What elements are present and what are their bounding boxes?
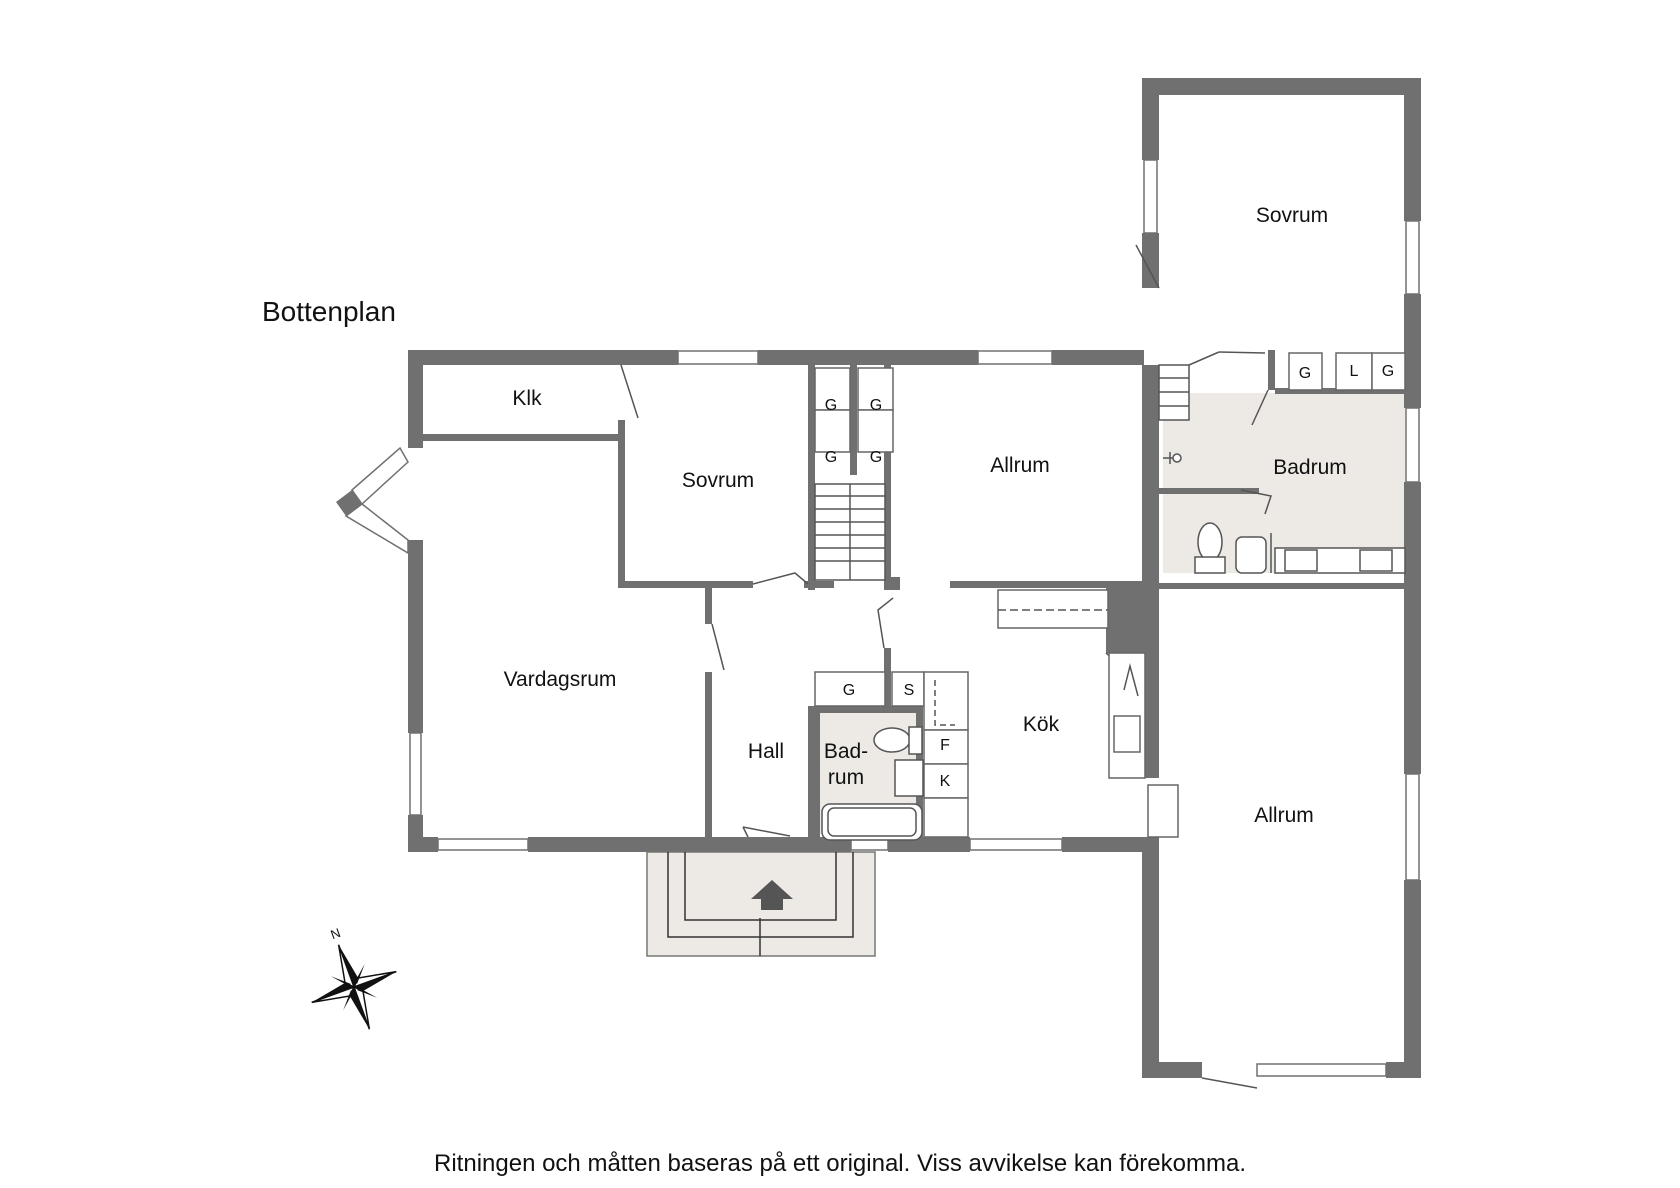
interior-walls [423,350,1405,837]
fixture-label-k: K [940,773,951,790]
fixture-label-g: G [825,397,837,414]
toilet-icon [873,727,911,753]
outer-walls [336,78,1421,1078]
sink-icon-3 [1359,549,1393,572]
fixture-label-g: G [870,397,882,414]
fixture-label-l: L [1350,363,1359,380]
room-label-hall: Hall [748,740,784,763]
sink-icon [894,759,924,797]
fixture-label-s: S [904,682,915,699]
room-label-badrum-2-line1: Bad- [824,740,868,763]
bathroom-fixtures [821,452,1406,841]
staircase [814,364,1190,581]
room-label-allrum: Allrum [990,454,1050,477]
sink-icon-2 [1284,549,1318,572]
fixture-label-g: G [1382,363,1394,380]
fixture-label-g: G [1299,365,1311,382]
room-label-klk: Klk [512,387,542,410]
room-label-badrum: Badrum [1273,456,1347,479]
room-label-sovrum-2: Sovrum [1256,204,1328,227]
room-label-allrum-2: Allrum [1254,804,1314,827]
storage-units [814,352,1406,838]
compass-rose-icon [311,944,397,1030]
footer-note: Ritningen och måtten baseras på ett orig… [434,1150,1246,1177]
bidet-icon [1235,536,1267,574]
fixture-label-g: G [870,449,882,466]
floor-title: Bottenplan [262,296,396,327]
fixture-label-g: G [825,449,837,466]
compass-north-label: N [329,925,343,942]
room-label-vardagsrum: Vardagsrum [504,668,617,691]
room-label-badrum-2-line2: rum [828,766,864,789]
toilet-icon-2 [1197,522,1223,562]
entrance-arrow-icon [751,880,793,910]
room-label-sovrum: Sovrum [682,469,754,492]
room-label-kok: Kök [1023,713,1060,736]
windows [344,159,1420,1077]
fixture-label-g: G [843,682,855,699]
fixture-label-f: F [940,737,950,754]
